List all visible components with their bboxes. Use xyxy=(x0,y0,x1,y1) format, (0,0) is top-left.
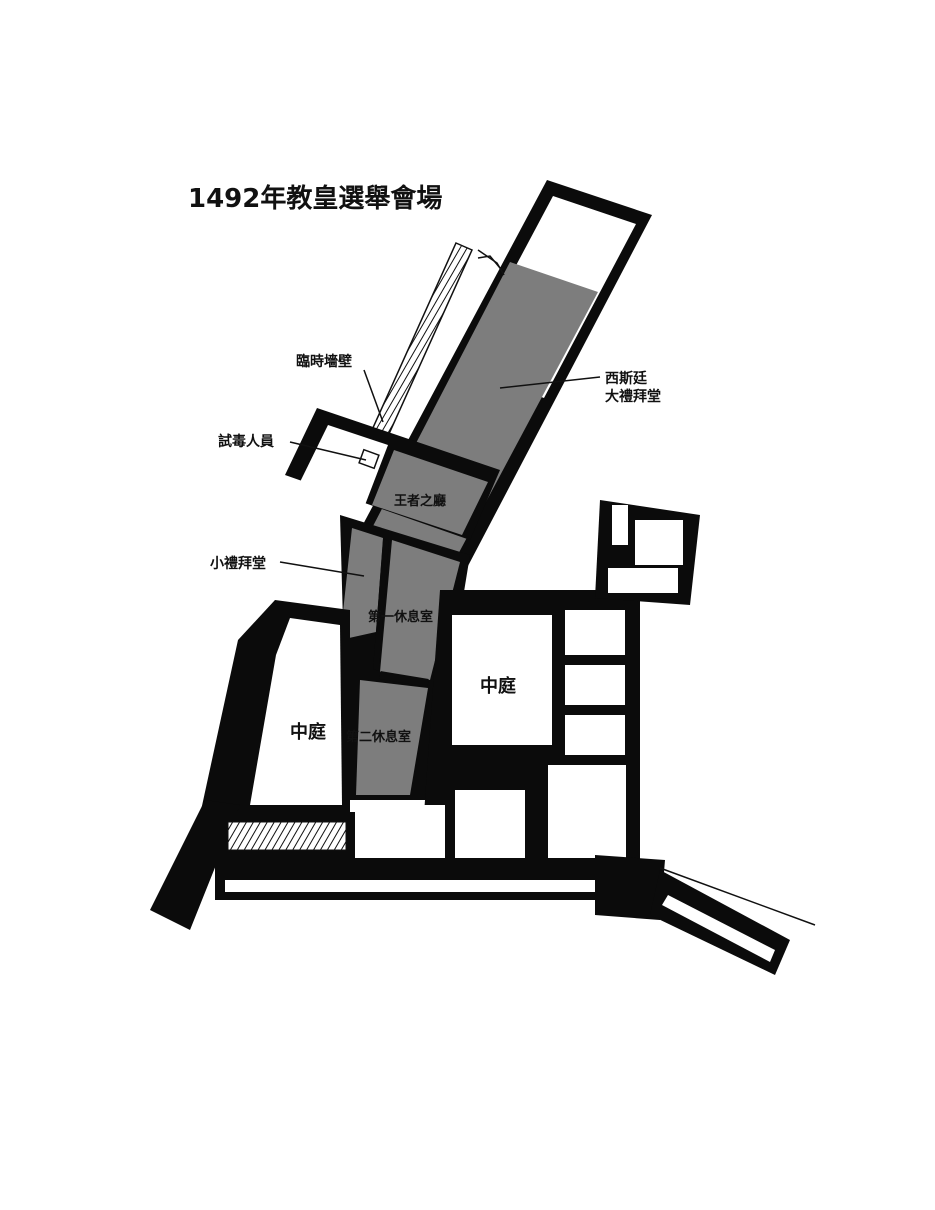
colonnade xyxy=(215,812,816,975)
courtyard-left-area xyxy=(250,618,342,805)
label-courtyard-left: 中庭 xyxy=(290,721,326,743)
label-first-lounge: 第一休息室 xyxy=(368,609,433,625)
sala-regia-area xyxy=(372,450,488,535)
label-food-taster: 試毒人員 xyxy=(218,433,274,450)
label-temporary-wall: 臨時墻壁 xyxy=(296,353,352,370)
diagram-title: 1492年教皇選舉會場 xyxy=(188,183,442,214)
second-lounge-area xyxy=(356,680,428,795)
sistine-chapel-leader xyxy=(499,376,601,389)
first-lounge-area xyxy=(380,540,460,680)
label-sistine-chapel-line1: 西斯廷 xyxy=(605,370,648,387)
food-taster-leader xyxy=(289,441,367,461)
label-sala-regia: 王者之廳 xyxy=(394,493,446,509)
label-courtyard-right: 中庭 xyxy=(480,675,516,697)
sala-regia-block xyxy=(285,408,500,540)
label-sistine-chapel-line2: 大禮拜堂 xyxy=(605,388,661,405)
temporary-wall-leader xyxy=(363,369,384,423)
small-chapel-leader xyxy=(279,561,365,577)
label-second-lounge: 第二休息室 xyxy=(346,729,411,745)
right-wing xyxy=(380,500,700,870)
small-chapel-area xyxy=(340,528,383,640)
courtyard-right-area xyxy=(452,615,552,745)
label-small-chapel: 小禮拜堂 xyxy=(210,555,266,572)
